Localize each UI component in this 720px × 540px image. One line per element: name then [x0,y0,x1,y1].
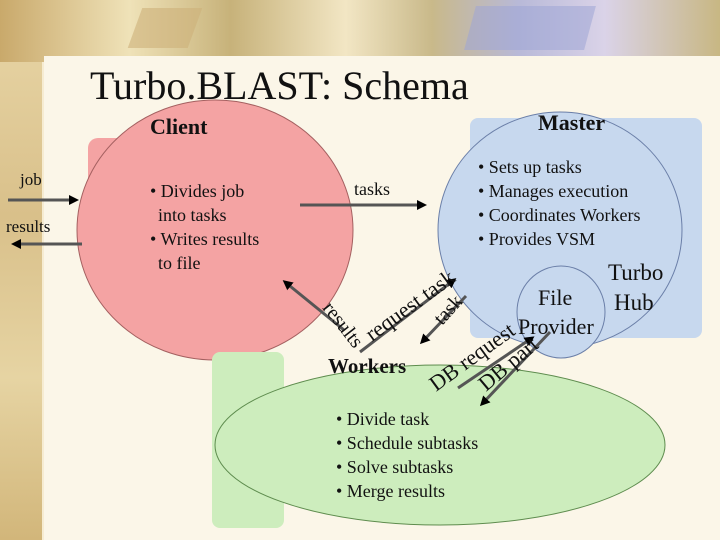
workers-bullet: • Solve subtasks [336,457,454,477]
request-task-arrow [359,278,457,354]
workers-bullet: • Schedule subtasks [336,433,479,453]
client-bullets: • Divides job into tasks • Writes result… [150,179,259,275]
client-bullet: • Divides job [150,181,245,201]
client-bullet: • Writes results [150,229,260,249]
file-provider-line2: Provider [518,314,594,339]
workers-bullet: • Merge results [336,481,445,501]
turbo-hub-line2: Hub [614,290,654,315]
decorative-banner [0,0,720,62]
workers-bullets: • Divide task • Schedule subtasks • Solv… [336,407,478,503]
tasks-edge-label: tasks [354,179,390,199]
task-arrow [419,294,468,345]
client-label: Client [150,114,208,139]
file-provider-node [516,265,606,359]
client-bullet: into tasks [158,205,227,225]
master-label: Master [538,110,606,135]
results-in-arrow [282,280,345,332]
background-strip [0,0,42,540]
file-provider-line1: File [538,285,573,310]
workers-label: Workers [328,354,407,378]
master-bullet: • Provides VSM [478,229,595,249]
db-request-arrow [457,336,535,390]
job-edge-label: job [20,170,42,189]
workers-bullet: • Divide task [336,409,430,429]
master-bullets: • Sets up tasks • Manages execution • Co… [478,155,641,251]
workers-node [214,364,666,526]
db-part-arrow [479,330,552,407]
client-bullet: to file [158,253,201,273]
master-bullet: • Sets up tasks [478,157,582,177]
slide-title: Turbo.BLAST: Schema [90,63,469,108]
master-bullet: • Manages execution [478,181,629,201]
turbo-hub-line1: Turbo [608,260,664,285]
results-out-edge-label: results [6,217,51,236]
master-bullet: • Coordinates Workers [478,205,641,225]
